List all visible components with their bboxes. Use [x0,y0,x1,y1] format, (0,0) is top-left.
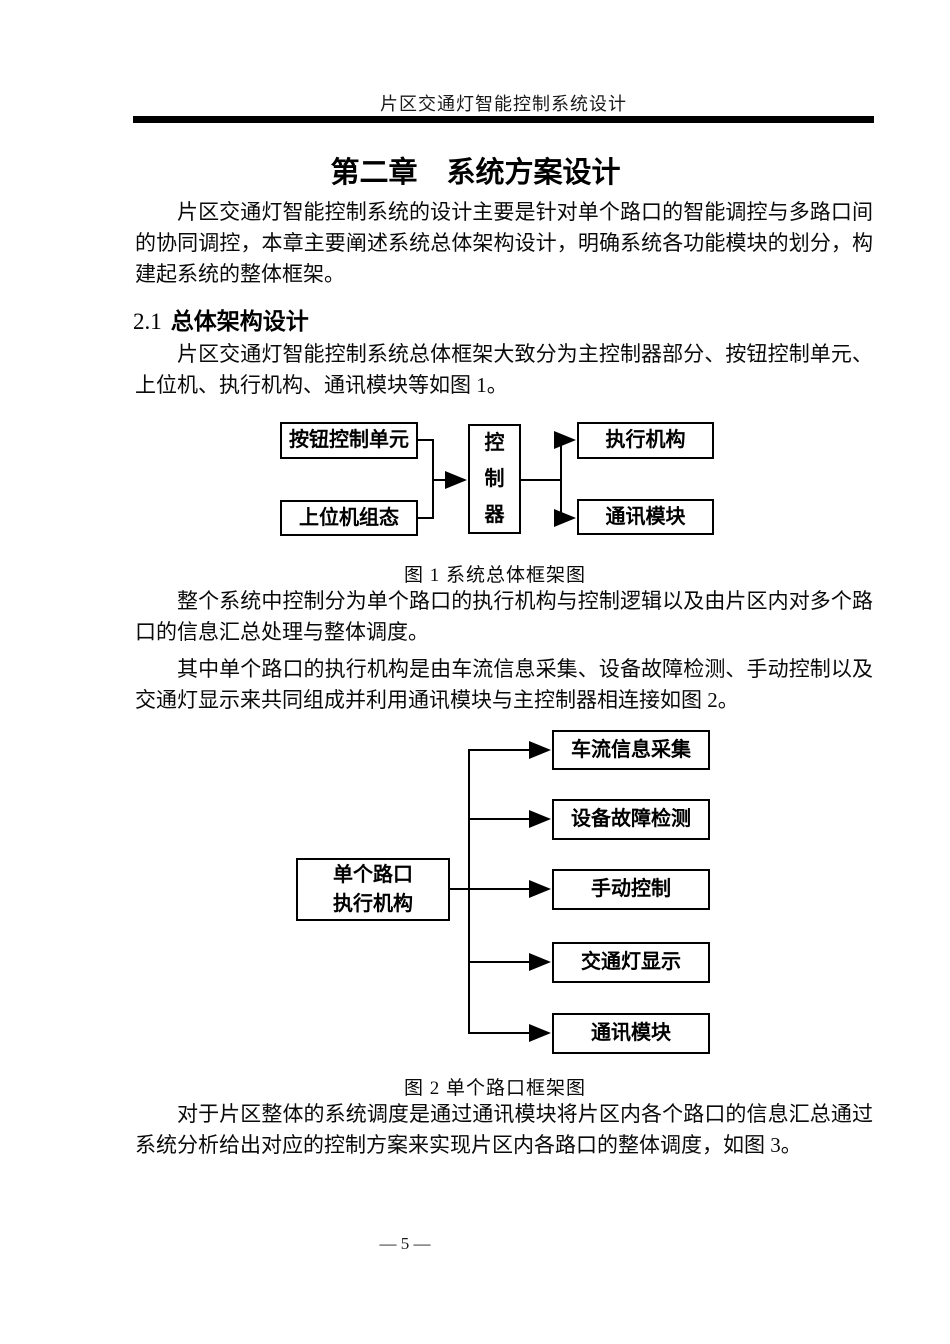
section-number: 2.1 [133,309,162,334]
fig2-source-label-line2: 执行机构 [333,892,413,915]
fig2-node-traffic-light-display: 交通灯显示 [552,942,710,983]
fig2-node-device-fault-detection: 设备故障检测 [552,799,710,840]
fig1-node-host-computer-config: 上位机组态 [280,500,418,536]
page-header-title: 片区交通灯智能控制系统设计 [380,94,627,114]
page-number: — 5 — [379,1234,431,1253]
fig1-node-controller: 控制器 [468,424,521,534]
paragraph-4: 其中单个路口的执行机构是由车流信息采集、设备故障检测、手动控制以及交通灯显示来共… [135,657,873,712]
fig1-node-button-control-unit: 按钮控制单元 [280,422,418,459]
figure2-caption: 图 2 单个路口框架图 [403,1078,586,1099]
fig2-node-communication-module: 通讯模块 [552,1013,710,1054]
section-title: 总体架构设计 [170,308,309,334]
fig2-source-label-line1: 单个路口 [333,863,413,886]
fig2-node-manual-control: 手动控制 [552,869,710,910]
paragraph-1: 片区交通灯智能控制系统的设计主要是针对单个路口的智能调控与多路口间的协同调控，本… [135,200,873,286]
fig1-node-communication-module: 通讯模块 [577,499,714,535]
fig2-node-traffic-flow-collection: 车流信息采集 [552,730,710,770]
chapter-title: 第二章 系统方案设计 [330,157,621,189]
paragraph-5: 对于片区整体的系统调度是通过通讯模块将片区内各个路口的信息汇总通过系统分析给出对… [135,1102,873,1157]
header-double-rule [133,116,874,123]
fig2-node-single-intersection-actuator: 单个路口 执行机构 [296,858,450,921]
section-heading: 2.1 总体架构设计 [133,302,871,336]
paragraph-3: 整个系统中控制分为单个路口的执行机构与控制逻辑以及由片区内对多个路口的信息汇总处… [135,589,873,644]
figure2-connectors [450,741,551,1042]
paragraph-2: 片区交通灯智能控制系统总体框架大致分为主控制器部分、按钮控制单元、上位机、执行机… [135,342,873,397]
figure1-caption: 图 1 系统总体框架图 [403,565,586,586]
fig1-node-actuator: 执行机构 [577,422,714,459]
fig1-controller-label: 控制器 [484,432,505,526]
